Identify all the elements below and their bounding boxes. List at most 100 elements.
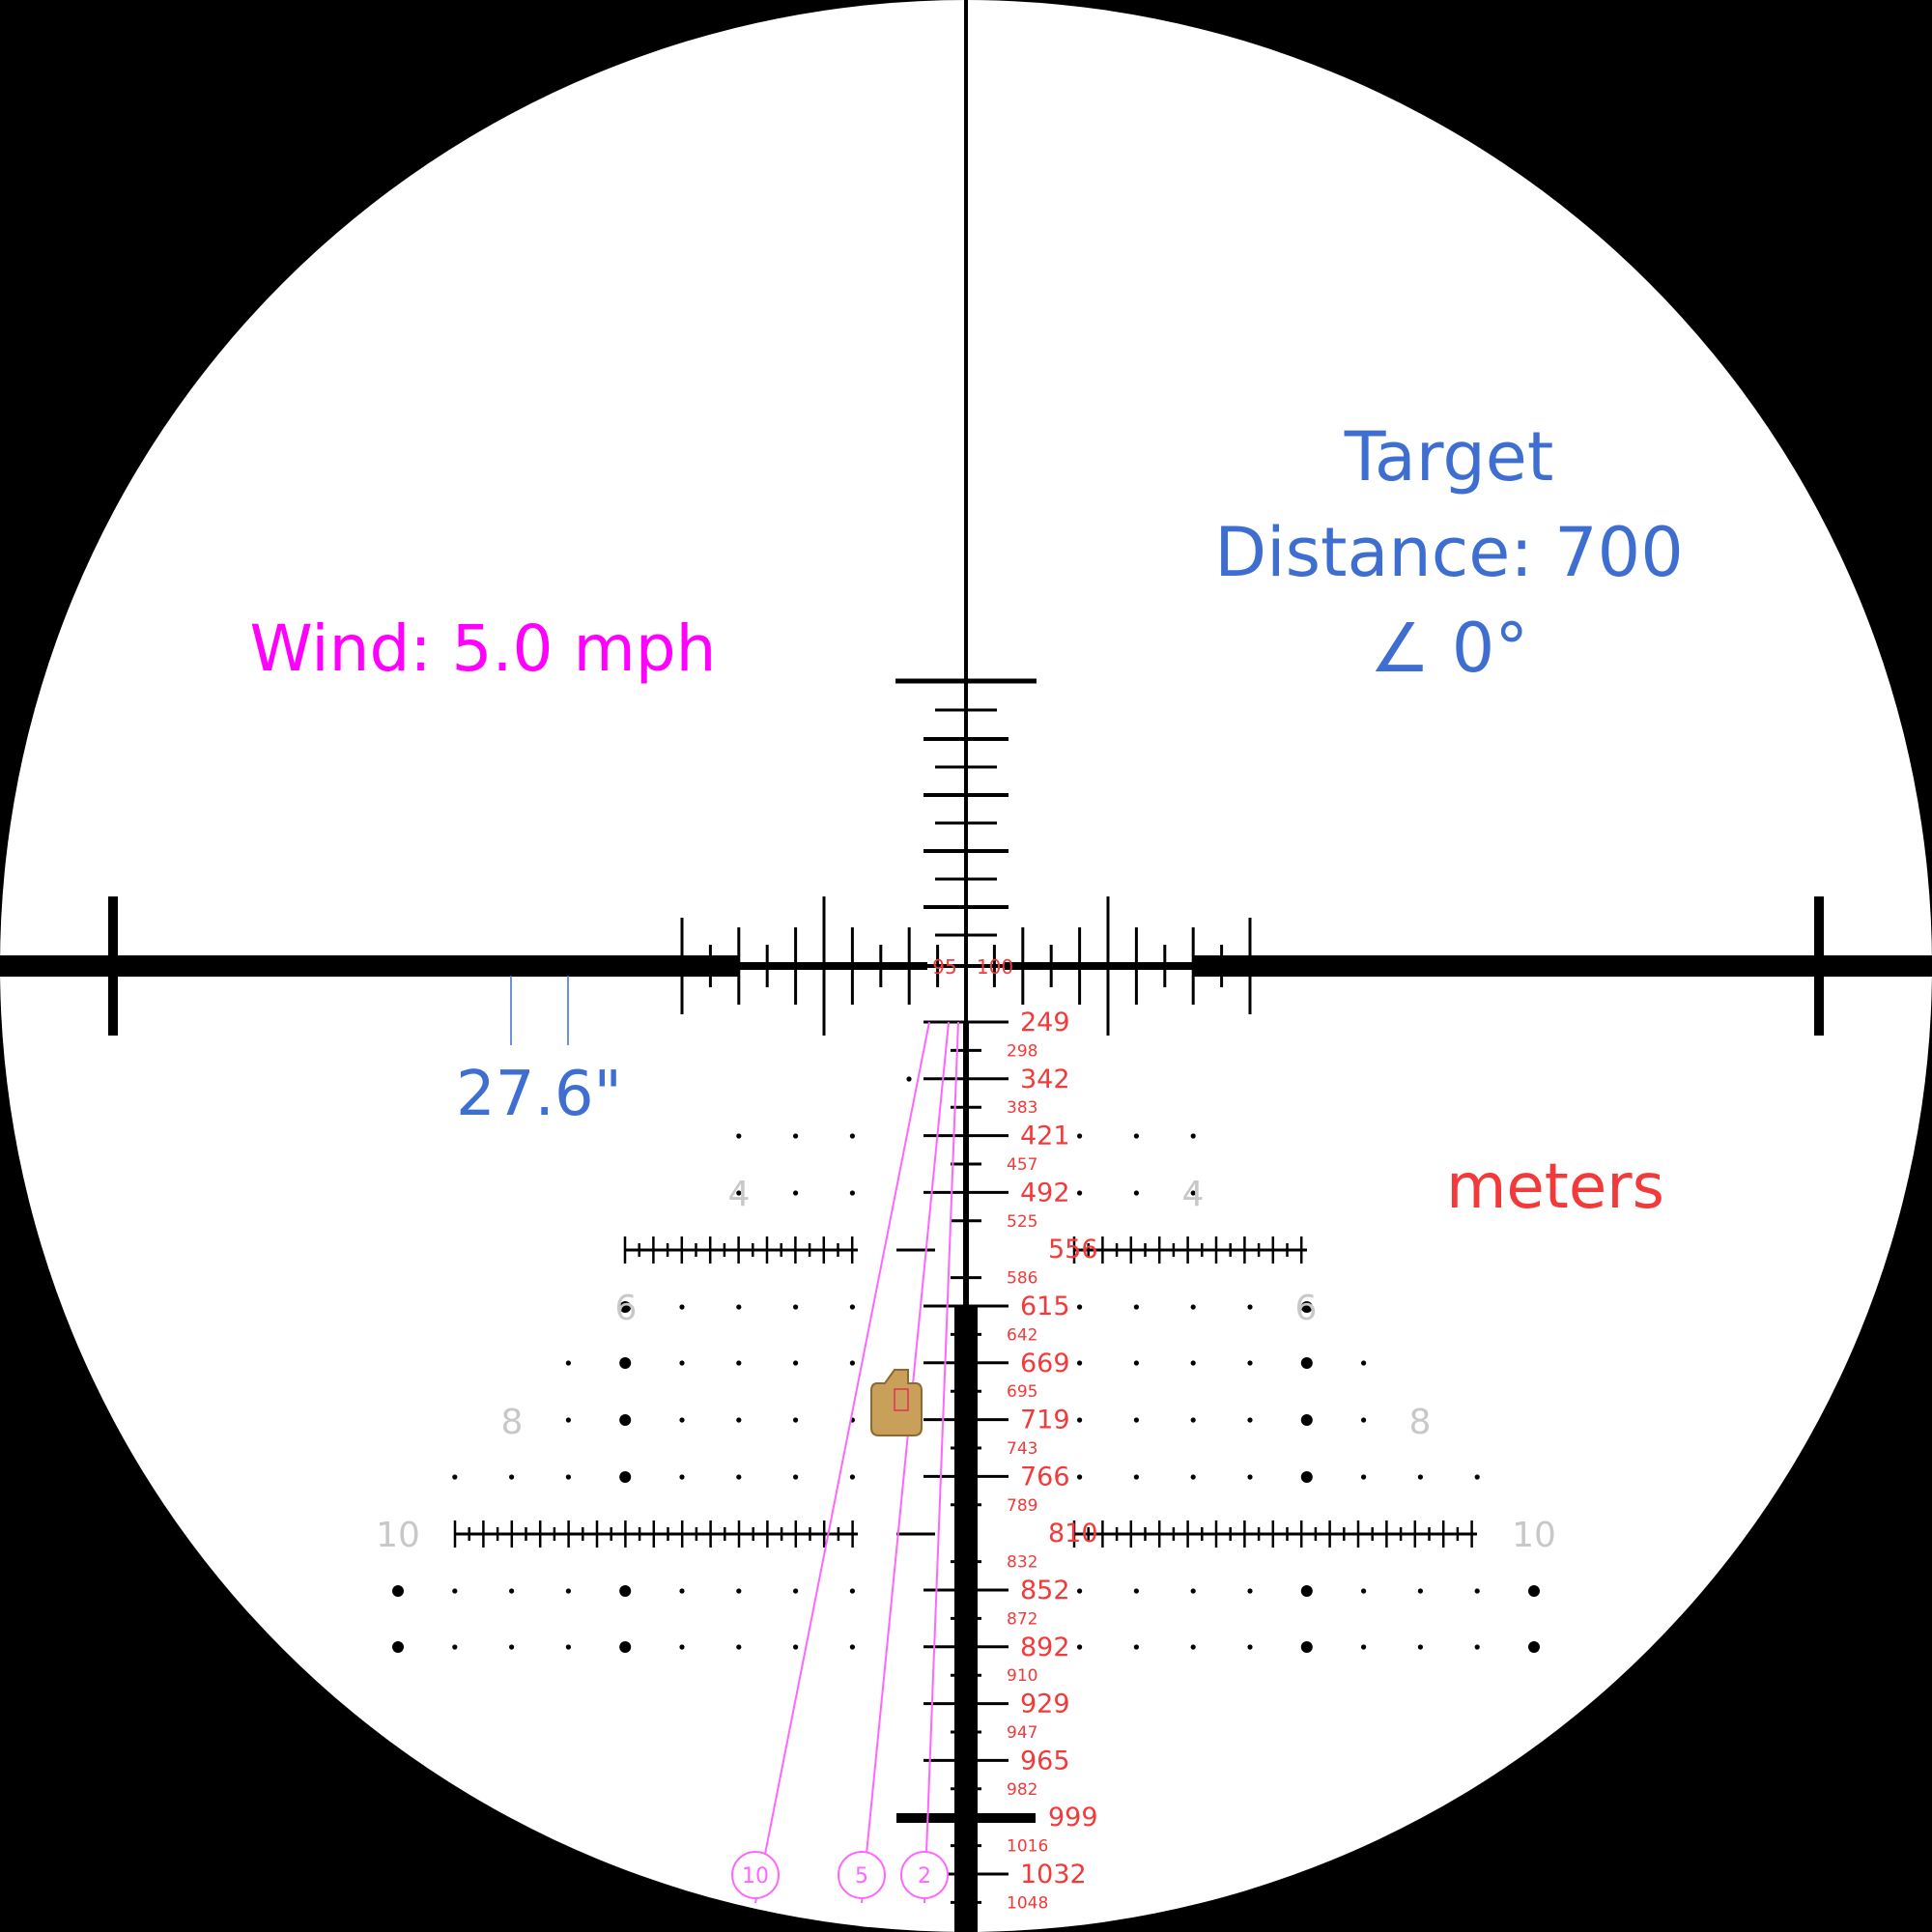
- range-label: 342: [1020, 1065, 1070, 1094]
- holdover-dot: [849, 1644, 856, 1650]
- wind-marker-circle: [731, 1851, 780, 1899]
- holdover-dot: [1417, 1644, 1423, 1650]
- range-label: 999: [1048, 1803, 1098, 1833]
- holdover-dot: [509, 1588, 515, 1594]
- wind-line-5: [861, 1021, 950, 1904]
- center-label-left: 95: [932, 955, 956, 979]
- holdover-dot: [392, 1641, 404, 1653]
- holdover-dot: [1077, 1644, 1083, 1650]
- holdover-dot: [679, 1304, 685, 1310]
- holdover-dot: [736, 1133, 742, 1139]
- holdover-dot: [793, 1474, 799, 1480]
- range-label: 1032: [1020, 1860, 1087, 1889]
- holdover-dot: [1417, 1588, 1423, 1594]
- holdover-dot: [1474, 1644, 1480, 1650]
- units-label: meters: [1446, 1151, 1664, 1223]
- holdover-label-right: 6: [1295, 1289, 1318, 1328]
- holdover-dot: [1361, 1644, 1367, 1650]
- holdover-dot: [736, 1588, 742, 1594]
- range-label: 852: [1020, 1576, 1070, 1605]
- holdover-dot: [452, 1588, 458, 1594]
- holdover-dot: [849, 1133, 856, 1139]
- holdover-dot: [906, 1076, 912, 1082]
- holdover-dot: [1190, 1133, 1196, 1139]
- holdover-dot: [619, 1585, 632, 1597]
- holdover-dot: [565, 1588, 572, 1594]
- holdover-dot: [736, 1417, 742, 1423]
- target-silhouette: [870, 1369, 923, 1436]
- holdover-dot: [565, 1474, 572, 1480]
- holdover-dot: [793, 1644, 799, 1650]
- upper-tick-ladder: [895, 678, 1037, 937]
- holdover-dot: [1133, 1190, 1139, 1196]
- range-label: 586: [1007, 1269, 1037, 1289]
- holdover-dot: [736, 1360, 742, 1366]
- holdover-dot: [1133, 1474, 1139, 1480]
- holdover-labels: 4 4 6 6 8 810 10: [376, 1175, 1556, 1555]
- holdover-dot: [1247, 1588, 1253, 1594]
- target-size-markers: [510, 976, 569, 1045]
- holdover-dot: [679, 1644, 685, 1650]
- holdover-dot: [1300, 1301, 1313, 1313]
- holdover-dot: [1247, 1417, 1253, 1423]
- holdover-dot: [1361, 1417, 1367, 1423]
- holdover-dot: [793, 1588, 799, 1594]
- holdover-dot: [1133, 1304, 1139, 1310]
- range-label: 947: [1007, 1723, 1037, 1743]
- holdover-dot: [793, 1133, 799, 1139]
- holdover-dot: [1528, 1641, 1540, 1653]
- range-label: 810: [1048, 1519, 1098, 1548]
- range-label: 910: [1007, 1666, 1037, 1686]
- holdover-dot: [619, 1357, 632, 1369]
- holdover-dot: [1417, 1474, 1423, 1480]
- holdover-dot: [1247, 1474, 1253, 1480]
- center-label-right: 100: [977, 955, 1013, 979]
- range-label: 1048: [1007, 1893, 1048, 1913]
- holdover-dot: [1133, 1133, 1139, 1139]
- holdover-dot: [1133, 1417, 1139, 1423]
- holdover-label-left: 4: [728, 1175, 751, 1214]
- holdover-label-left: 6: [615, 1289, 638, 1328]
- range-label: 669: [1020, 1349, 1070, 1378]
- range-label: 766: [1020, 1462, 1070, 1492]
- wind-readout: Wind: 5.0 mph: [249, 611, 716, 686]
- holdover-dot-grid: [392, 1076, 1540, 1653]
- holdover-dot: [849, 1360, 856, 1366]
- holdover-dot: [1247, 1644, 1253, 1650]
- holdover-dot: [679, 1588, 685, 1594]
- wind-line-2: [923, 1021, 959, 1904]
- holdover-label-right: 4: [1182, 1175, 1205, 1214]
- holdover-dot: [849, 1474, 856, 1480]
- wind-marker-label: 2: [918, 1864, 931, 1889]
- holdover-dot: [1190, 1588, 1196, 1594]
- holdover-dot: [1361, 1474, 1367, 1480]
- range-label: 719: [1020, 1406, 1070, 1435]
- range-label: 642: [1007, 1325, 1037, 1345]
- wind-drift-lines: [754, 1021, 959, 1904]
- holdover-dot: [1133, 1360, 1139, 1366]
- holdover-label-right: 8: [1409, 1403, 1432, 1442]
- range-label: 457: [1007, 1155, 1037, 1175]
- holdover-dot: [1190, 1360, 1196, 1366]
- holdover-dot: [793, 1360, 799, 1366]
- target-distance: Distance: 700: [1214, 513, 1684, 592]
- holdover-dot: [793, 1190, 799, 1196]
- range-label: 789: [1007, 1496, 1037, 1516]
- holdover-label-left: 10: [376, 1516, 420, 1555]
- holdover-dot: [392, 1585, 404, 1597]
- holdover-dot: [679, 1360, 685, 1366]
- holdover-dot: [679, 1474, 685, 1480]
- range-label: 892: [1020, 1633, 1070, 1662]
- range-label: 249: [1020, 1008, 1070, 1037]
- holdover-dot: [1474, 1588, 1480, 1594]
- holdover-dot: [1190, 1417, 1196, 1423]
- holdover-dot: [1077, 1417, 1083, 1423]
- range-label: 615: [1020, 1292, 1070, 1321]
- holdover-dot: [1474, 1474, 1480, 1480]
- range-label: 965: [1020, 1746, 1070, 1776]
- range-label: 383: [1007, 1098, 1037, 1118]
- holdover-dot: [619, 1414, 632, 1426]
- holdover-dot: [619, 1641, 632, 1653]
- target-silhouette-icon: [870, 1369, 923, 1436]
